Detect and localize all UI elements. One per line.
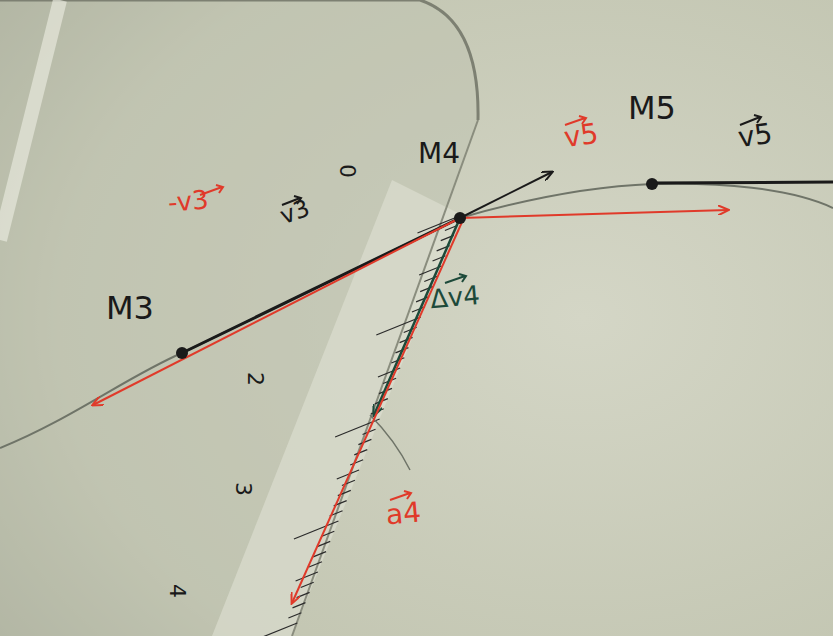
vector-overarrows: [200, 115, 761, 500]
tangent-line: [652, 182, 833, 183]
pencil-stroke: [370, 415, 410, 470]
ruler-tick: [350, 460, 363, 465]
velocity-arrow: [460, 210, 728, 218]
vector-label: v5: [562, 120, 600, 153]
vector-label: -v3: [167, 186, 210, 215]
delta-v-arrow: [374, 218, 460, 415]
ruler-edge: [292, 120, 478, 636]
point-dot: [454, 212, 466, 224]
ruler-tick: [296, 572, 318, 581]
ruler-number: 3: [232, 482, 254, 496]
ruler-number: 4: [166, 584, 188, 598]
ruler-ticks: [253, 215, 462, 636]
ruler-number: 0: [336, 164, 358, 178]
point-label: M4: [418, 140, 460, 168]
point-label: M5: [628, 92, 676, 124]
point-label: M3: [106, 292, 154, 324]
ruler-tick: [301, 582, 314, 587]
ruler-strip: [212, 180, 462, 636]
ruler-number: 2: [244, 372, 266, 386]
vector-label: Δv4: [429, 282, 481, 312]
ruler-tick: [293, 603, 306, 608]
vector-label: a4: [385, 499, 422, 530]
velocity-arrow: [93, 218, 460, 405]
ruler-tick: [297, 592, 310, 597]
set-square: [0, 0, 478, 636]
trajectory-curve: [0, 184, 833, 448]
set-square-edge: [0, 0, 478, 120]
acceleration-arrow: [292, 222, 462, 603]
set-square-bevel: [0, 0, 60, 240]
point-dot: [646, 178, 658, 190]
velocity-arrow: [460, 172, 552, 218]
ruler-tick: [294, 521, 339, 539]
ruler-tick: [288, 613, 301, 618]
ruler-tick: [253, 623, 298, 636]
point-dot: [176, 347, 188, 359]
vector-label: v5: [736, 120, 774, 153]
